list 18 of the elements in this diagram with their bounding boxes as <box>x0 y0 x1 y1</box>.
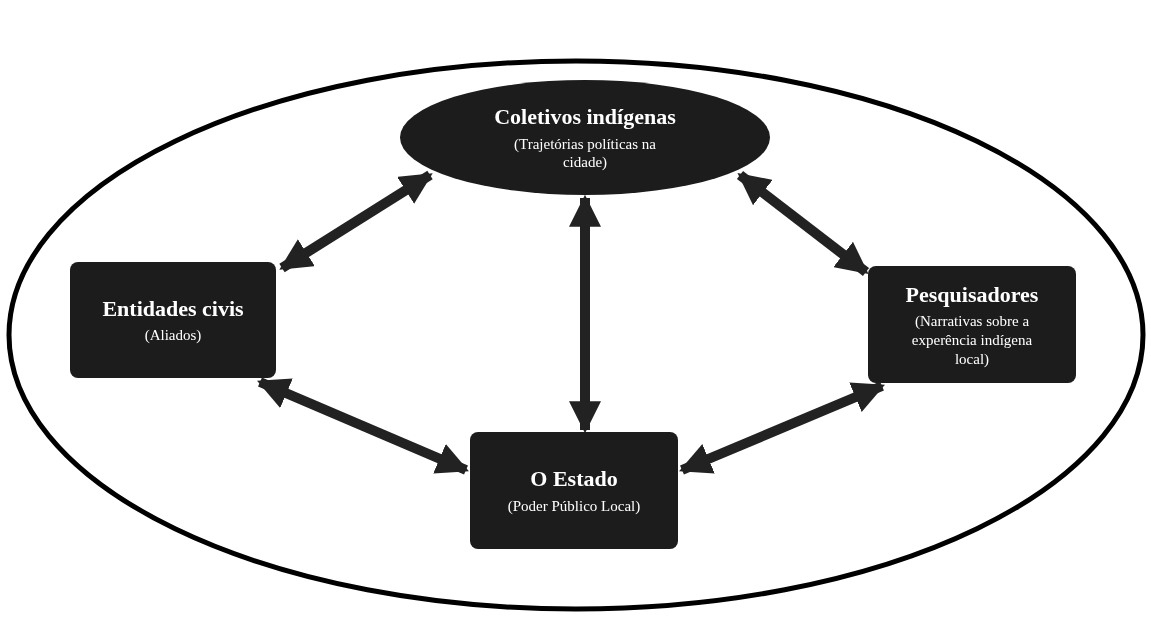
rounded-box <box>868 266 1076 383</box>
rounded-box <box>470 432 678 549</box>
double-arrow <box>279 170 433 273</box>
ellipse-node <box>400 80 770 195</box>
double-arrow <box>569 194 601 434</box>
node-title: O Estado <box>529 465 619 493</box>
double-arrow <box>736 171 870 276</box>
double-arrow <box>257 377 469 475</box>
node-subtitle: (Poder Público Local) <box>506 496 642 516</box>
outer-ellipse <box>6 58 1146 612</box>
node-subtitle: (Aliados) <box>143 326 203 346</box>
rounded-box <box>70 262 276 378</box>
node-subtitle: (Trajetórias políticas na cidade) <box>513 134 657 172</box>
node-title: Coletivos indígenas <box>493 103 677 131</box>
node-title: Pesquisadores <box>904 280 1040 309</box>
node-title: Entidades civis <box>101 294 245 323</box>
node-subtitle: (Narrativas sobre a experência indígena local) <box>910 312 1034 369</box>
double-arrow <box>679 381 885 475</box>
